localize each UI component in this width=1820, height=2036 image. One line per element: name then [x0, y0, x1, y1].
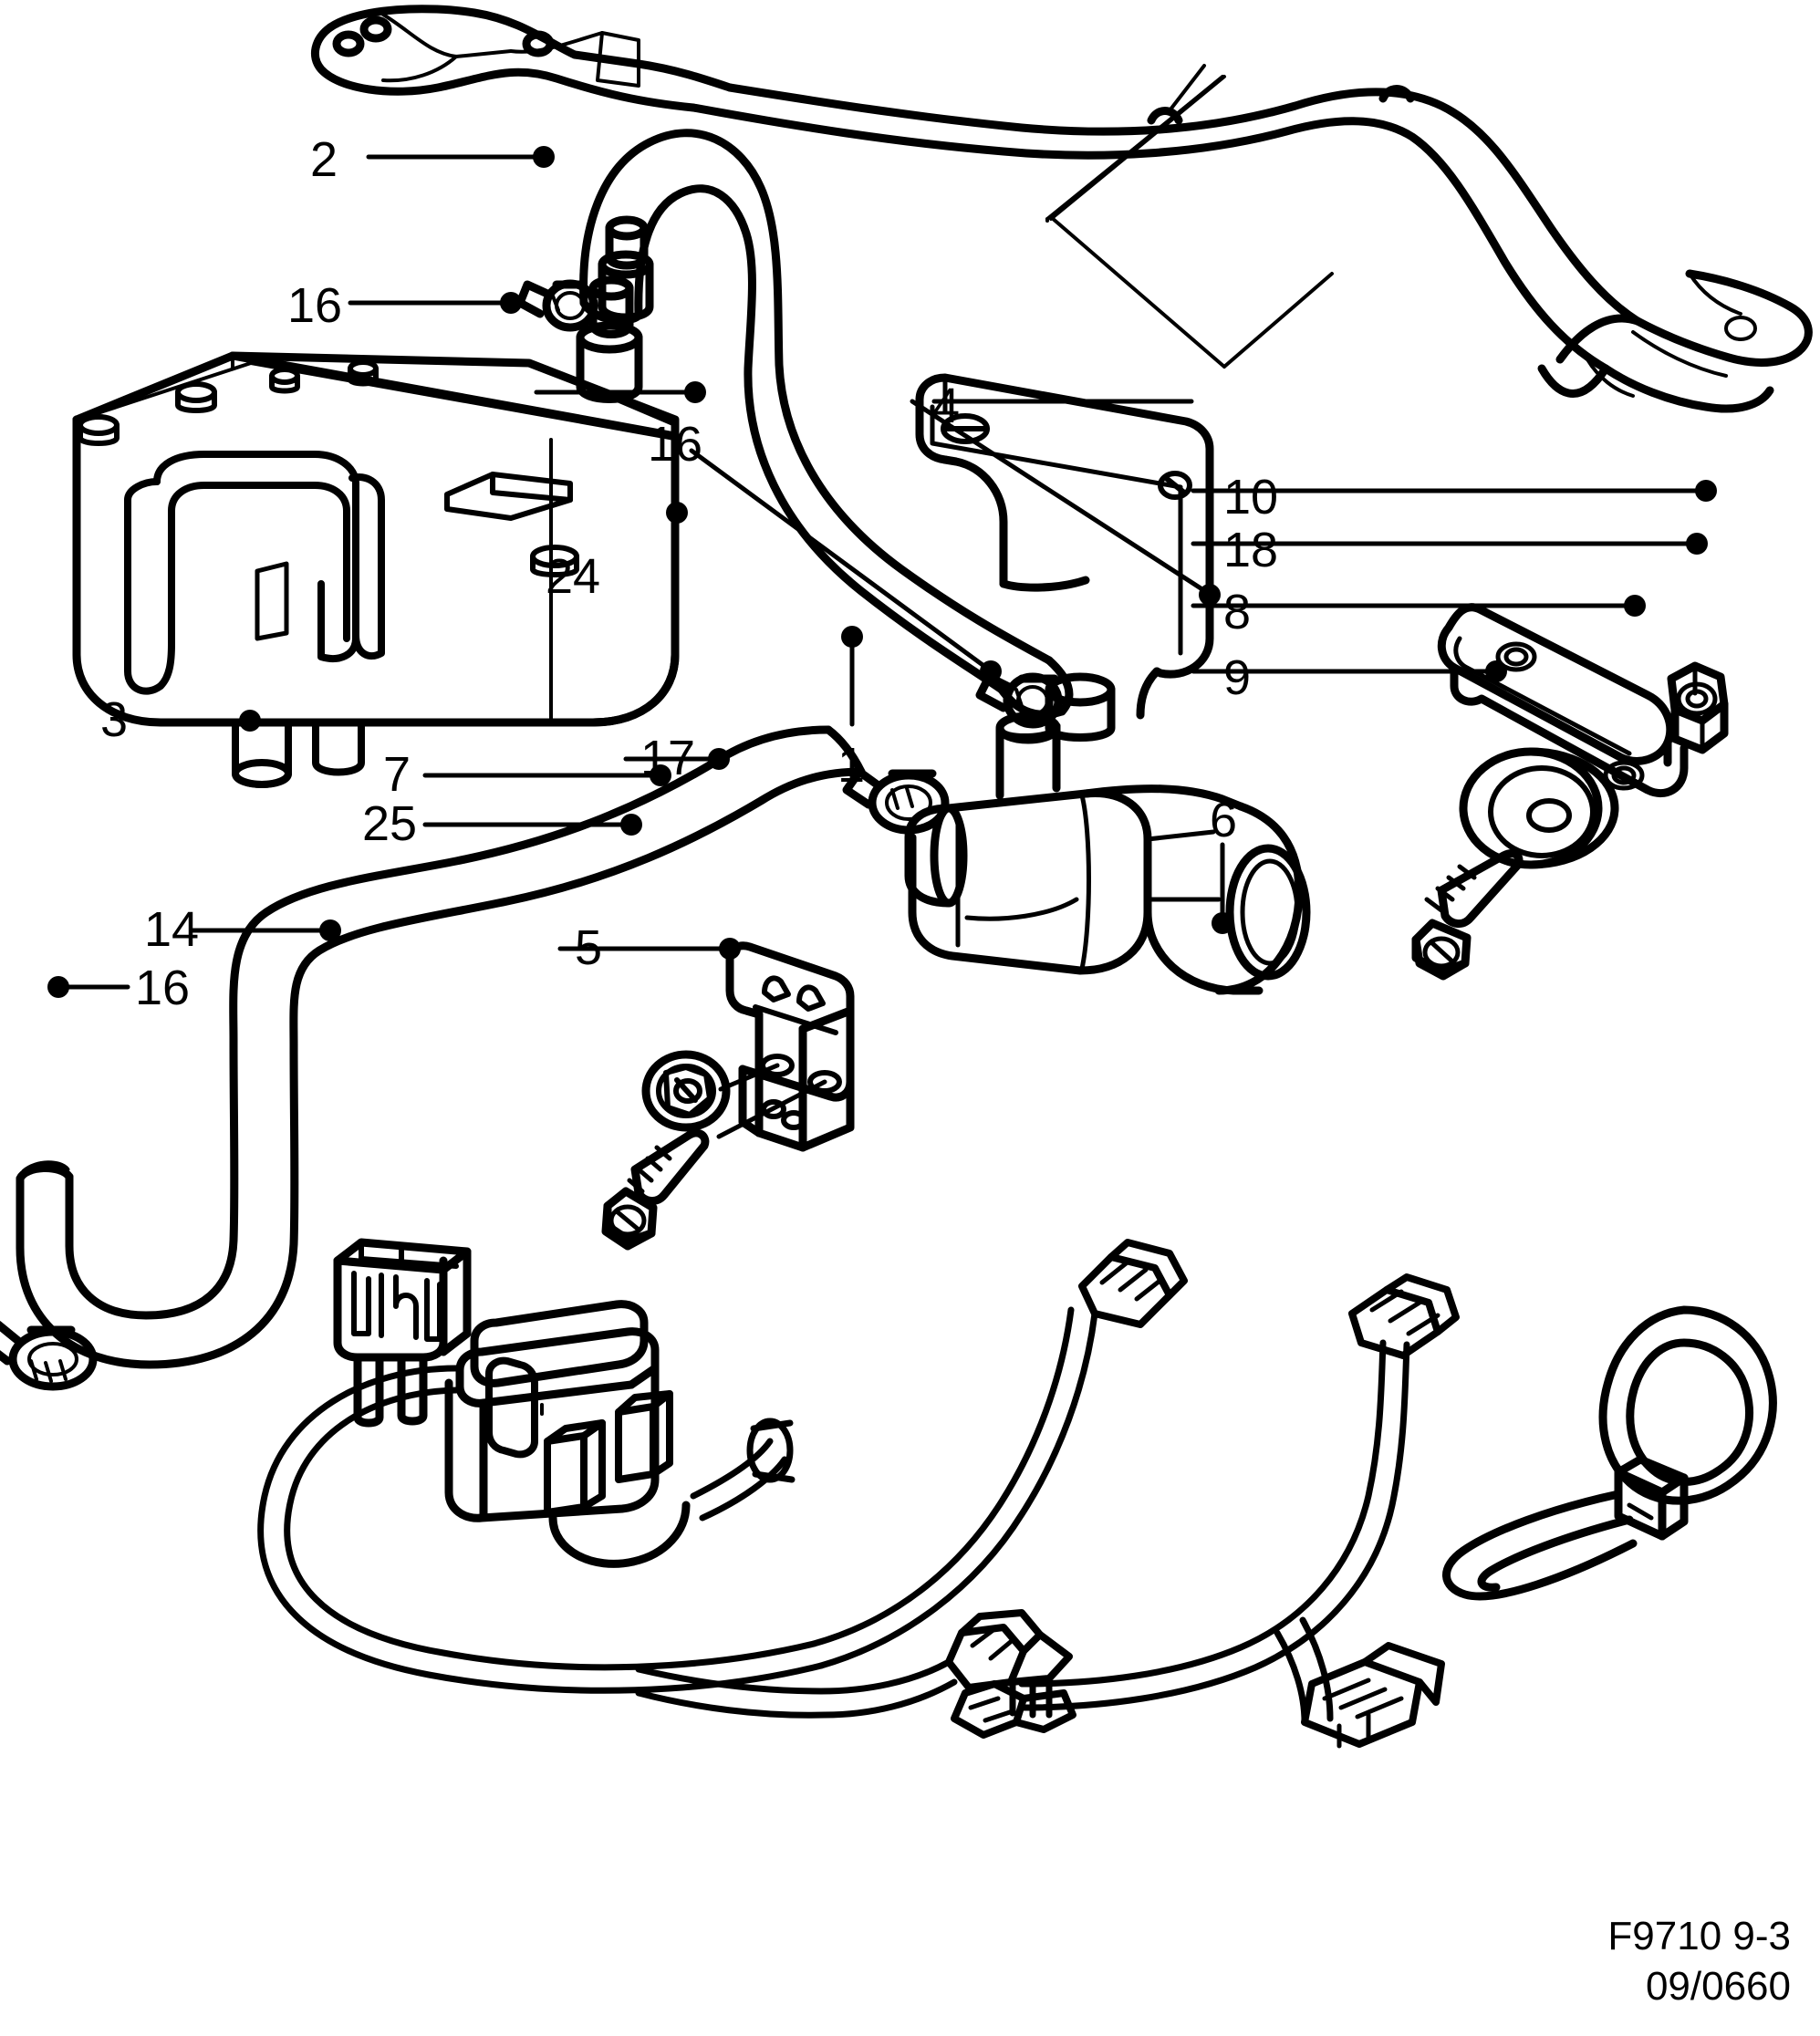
callout-2: 2 [310, 132, 338, 187]
harness-connector-top [1078, 1239, 1188, 1328]
callout-5: 5 [575, 920, 603, 975]
callout-16-pump: 16 [648, 417, 703, 472]
harness-connector-right-upper [1348, 1273, 1460, 1359]
heater-port-rear [598, 215, 654, 322]
control-unit-5 [444, 1300, 691, 1568]
callout-14: 14 [144, 902, 200, 957]
screw-25 [601, 1128, 710, 1251]
drawing-footer: F9710 9-3 09/0660 [1607, 1911, 1791, 2011]
harness-connector-right-lower [1301, 1642, 1445, 1749]
callout-dots [47, 146, 1717, 998]
hose-clamp-16-pump-top [975, 672, 1063, 729]
callout-24: 24 [546, 549, 601, 604]
callout-25: 25 [362, 796, 418, 851]
holder-17 [716, 941, 855, 1152]
cable-tie-6 [1442, 1305, 1777, 1601]
hose-clamp-16-upper [515, 279, 598, 332]
bracket-arm-18 [1437, 603, 1689, 798]
callout-3: 3 [100, 692, 129, 747]
callout-6: 6 [1210, 793, 1238, 847]
callout-17: 17 [640, 731, 696, 785]
callout-9: 9 [1223, 650, 1252, 705]
callout-leaders [57, 154, 1707, 990]
bushing-8 [1459, 747, 1619, 869]
nut-7 [641, 1050, 731, 1132]
harness-connector-mid [945, 1609, 1073, 1691]
harness-connector-small-pair [951, 1680, 1076, 1739]
drawing-revision: 09/0660 [1645, 1964, 1791, 2009]
callout-8: 8 [1223, 585, 1252, 639]
bolt-9 [1411, 849, 1524, 981]
nut-10 [1667, 661, 1729, 754]
drawing-number: F9710 9-3 [1607, 1914, 1791, 1958]
hose-clamp-16-lower [0, 1320, 98, 1391]
hose-clamp-16-pump-inlet [842, 767, 950, 835]
callout-7: 7 [383, 747, 411, 802]
callout-1: 1 [837, 738, 866, 793]
callout-18: 18 [1223, 523, 1279, 577]
heater-unit-24 [72, 351, 681, 788]
callout-16-lower: 16 [135, 961, 191, 1015]
callout-16-upper: 16 [287, 278, 343, 333]
callout-10: 10 [1223, 470, 1279, 525]
wiring-harness [257, 1306, 1410, 1726]
callout-4: 4 [932, 379, 961, 433]
